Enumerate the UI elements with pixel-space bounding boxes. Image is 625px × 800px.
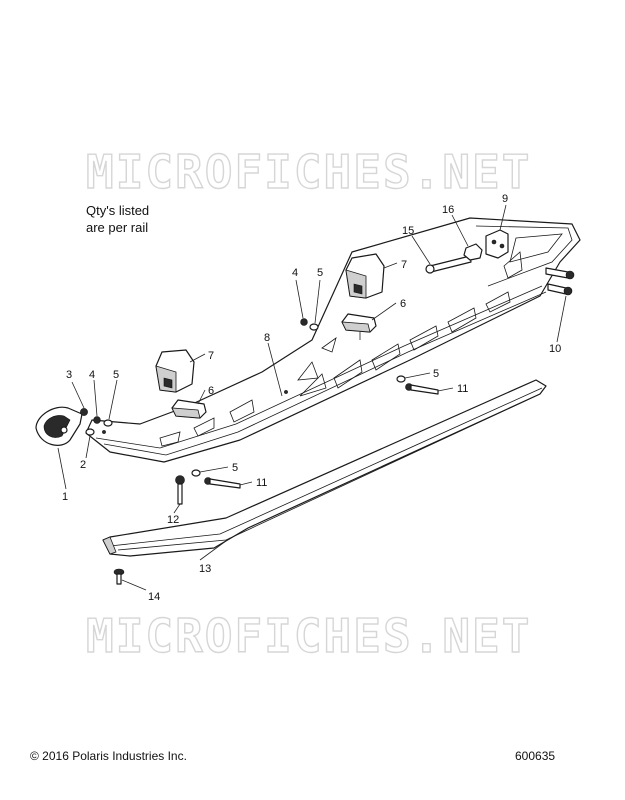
watermark-bottom: MICROFICHES.NET [86, 609, 531, 663]
suspension-rail[interactable] [85, 217, 581, 463]
callout-12: 12 [167, 514, 179, 526]
bolt-part-11-rear[interactable] [405, 383, 439, 395]
bracket-part-9[interactable] [485, 229, 509, 259]
callout-14: 14 [148, 591, 160, 603]
nut-part-4-rear[interactable] [300, 318, 308, 326]
slider-mount-part-6-front[interactable] [171, 399, 207, 419]
callout-6-front: 6 [208, 385, 214, 397]
quantity-note: Qty's listed are per rail [86, 202, 149, 236]
callout-9: 9 [502, 193, 508, 205]
axle-part-15[interactable] [425, 255, 472, 274]
washer-part-5-d[interactable] [396, 375, 406, 383]
bolt-part-10[interactable] [545, 267, 575, 296]
nut-part-4-front[interactable] [93, 416, 101, 424]
leader-lines [57, 204, 567, 591]
quantity-note-line-1: Qty's listed [86, 203, 150, 218]
callout-7-rear: 7 [401, 259, 407, 271]
callout-10: 10 [549, 343, 561, 355]
callout-5-mid: 5 [433, 368, 439, 380]
callout-11-front: 11 [256, 477, 267, 489]
callout-7-front: 7 [208, 350, 214, 362]
callout-5-rear: 5 [317, 267, 323, 279]
bolt-part-12[interactable] [175, 475, 185, 505]
callout-13: 13 [199, 563, 211, 575]
nut-part-3[interactable] [80, 408, 88, 416]
washer-part-5-a[interactable] [103, 419, 113, 427]
nut-part-16[interactable] [463, 243, 483, 261]
callout-16: 16 [442, 204, 454, 216]
slide-rail[interactable] [102, 379, 547, 557]
callout-labels: 1 2 3 4 5 4 5 5 5 7 7 6 6 8 9 10 11 11 1… [62, 193, 561, 603]
callout-8: 8 [264, 332, 270, 344]
washer-part-5-b[interactable] [309, 323, 319, 331]
callout-5-front: 5 [113, 369, 119, 381]
callout-15: 15 [402, 225, 414, 237]
wear-block-part-7-rear[interactable] [345, 253, 385, 299]
callout-11-rear: 11 [457, 383, 468, 395]
callout-2: 2 [80, 459, 86, 471]
callout-4-rear: 4 [292, 267, 298, 279]
callout-6-rear: 6 [400, 298, 406, 310]
watermark-top: MICROFICHES.NET [86, 145, 531, 199]
washer-part-2[interactable] [85, 428, 95, 436]
wear-block-part-7-front[interactable] [155, 349, 195, 393]
screw-part-14[interactable] [113, 568, 125, 585]
document-number: 600635 [515, 749, 556, 763]
callout-5-lower: 5 [232, 462, 238, 474]
washer-part-5-c[interactable] [191, 469, 201, 477]
front-bumper-part-1[interactable] [35, 406, 83, 446]
slider-mount-part-6-rear[interactable] [341, 313, 377, 333]
bolt-part-11-front[interactable] [204, 477, 241, 489]
callout-3: 3 [66, 369, 72, 381]
callout-1: 1 [62, 491, 68, 503]
copyright-text: © 2016 Polaris Industries Inc. [30, 749, 187, 763]
quantity-note-line-2: are per rail [86, 220, 149, 235]
callout-4-front: 4 [89, 369, 95, 381]
